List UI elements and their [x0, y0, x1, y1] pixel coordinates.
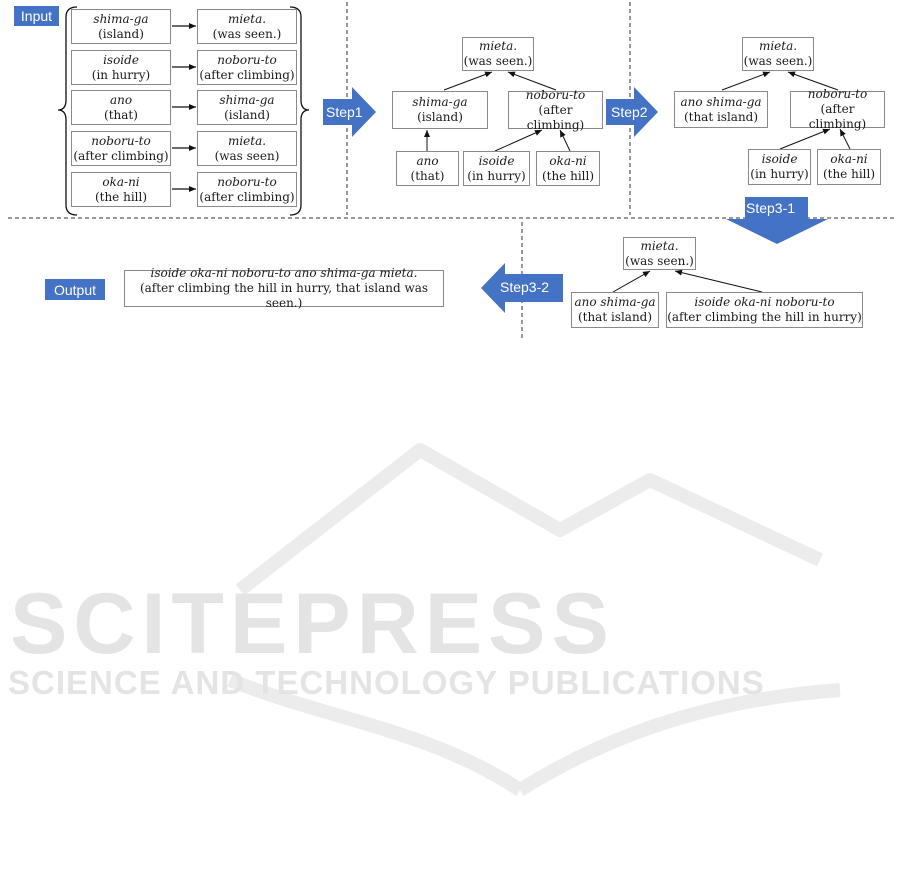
- step3-1-arrow-shape: [726, 197, 828, 244]
- word: ano: [416, 153, 439, 168]
- step2-right-child-2: oka-ni(the hill): [817, 149, 881, 185]
- gloss: (was seen.): [743, 54, 813, 68]
- word: oka-ni: [102, 174, 140, 189]
- word: isoide oka-ni noboru-to: [694, 295, 835, 309]
- word: mieta.: [758, 39, 798, 53]
- step3-left: ano shima-ga(that island): [571, 292, 659, 328]
- gloss: (the hill): [94, 189, 148, 204]
- step1-root: mieta.(was seen.): [462, 37, 534, 71]
- gloss: (after climbing): [199, 67, 295, 82]
- word: mieta.: [478, 39, 518, 53]
- input-tag: Input: [14, 6, 59, 26]
- word: isoide: [478, 153, 515, 168]
- gloss: (island): [417, 110, 463, 124]
- step2-right-child-1: isoide(in hurry): [748, 149, 811, 185]
- gloss: (in hurry): [467, 168, 526, 183]
- input-dep-3: ano(that): [71, 90, 171, 125]
- input-dep-1: shima-ga(island): [71, 9, 171, 44]
- input-head-3: shima-ga(island): [197, 90, 297, 125]
- watermark-subtitle: SCIENCE AND TECHNOLOGY PUBLICATIONS: [8, 664, 765, 701]
- step1-label: Step1: [326, 104, 363, 120]
- word: oka-ni: [830, 152, 868, 166]
- gloss: (after climbing): [808, 102, 867, 131]
- word: isoide: [103, 52, 139, 67]
- step1-left-child: ano(that): [396, 151, 459, 186]
- step1-right-child-2: oka-ni(the hill): [536, 151, 600, 186]
- step3-root: mieta.(was seen.): [623, 237, 696, 270]
- step1-right: noboru-to(after climbing): [508, 87, 603, 132]
- input-dep-4: noboru-to(after climbing): [71, 131, 171, 166]
- watermark-title: SCITEPRESS: [10, 576, 615, 672]
- word: mieta.: [227, 11, 267, 26]
- step2-label: Step2: [611, 104, 648, 120]
- word: noboru-to: [525, 87, 586, 102]
- step1-arrow-shape: [323, 87, 376, 137]
- gloss: (island): [98, 26, 144, 41]
- gloss: (was seen): [214, 148, 280, 163]
- word: shima-ga: [219, 92, 275, 107]
- word: noboru-to: [91, 133, 151, 148]
- word: mieta.: [640, 238, 679, 253]
- gloss: (the hill): [541, 168, 595, 183]
- step2-arrow-shape: [606, 87, 658, 137]
- gloss: (that island): [577, 310, 653, 324]
- gloss: (that): [410, 168, 445, 183]
- output-tag: Output: [45, 279, 105, 300]
- input-dep-2: isoide(in hurry): [71, 50, 171, 85]
- word: isoide: [761, 152, 798, 166]
- input-head-5: noboru-to(after climbing): [197, 172, 297, 207]
- gloss: (after climbing): [199, 189, 295, 204]
- word: ano shima-ga: [574, 295, 656, 309]
- gloss: (after climbing the hill in hurry): [667, 310, 862, 324]
- step1-left: shima-ga(island): [392, 91, 488, 129]
- gloss: (was seen.): [212, 26, 282, 41]
- word: oka-ni: [549, 153, 587, 168]
- gloss: (was seen.): [625, 253, 694, 268]
- input-head-1: mieta.(was seen.): [197, 9, 297, 44]
- gloss: (in hurry): [91, 67, 151, 82]
- word: shima-ga: [412, 95, 468, 109]
- gloss: (that): [104, 107, 138, 122]
- step2-right: noboru-to(after climbing): [790, 87, 885, 131]
- word: shima-ga: [93, 11, 149, 26]
- word: mieta.: [227, 133, 267, 148]
- gloss: (island): [224, 107, 270, 122]
- input-head-4: mieta.(was seen): [197, 131, 297, 166]
- step3-2-label: Step3-2: [500, 279, 550, 295]
- step3-1-label: Step3-1: [746, 200, 796, 216]
- gloss: (that island): [683, 109, 759, 124]
- word: ano shima-ga: [680, 94, 762, 109]
- word: ano: [109, 92, 133, 107]
- output-sentence: isoide oka-ni noboru-to ano shima-ga mie…: [124, 266, 444, 310]
- input-dep-5: oka-ni(the hill): [71, 172, 171, 207]
- gloss: (in hurry): [750, 167, 809, 181]
- word: isoide oka-ni noboru-to ano shima-ga mie…: [150, 266, 418, 280]
- word: noboru-to: [217, 52, 277, 67]
- input-head-2: noboru-to(after climbing): [197, 50, 297, 85]
- word: noboru-to: [807, 87, 868, 101]
- gloss: (after climbing): [526, 102, 585, 132]
- step2-root: mieta.(was seen.): [742, 37, 814, 71]
- step2-left: ano shima-ga(that island): [674, 91, 768, 128]
- step3-right: isoide oka-ni noboru-to(after climbing t…: [666, 292, 863, 328]
- gloss: (after climbing the hill in hurry, that …: [139, 281, 429, 310]
- word: noboru-to: [217, 174, 277, 189]
- gloss: (the hill): [822, 167, 876, 181]
- gloss: (after climbing): [73, 148, 169, 163]
- step1-right-child-1: isoide(in hurry): [463, 151, 530, 186]
- gloss: (was seen.): [463, 54, 533, 68]
- step3-2-arrow-shape: [481, 263, 563, 313]
